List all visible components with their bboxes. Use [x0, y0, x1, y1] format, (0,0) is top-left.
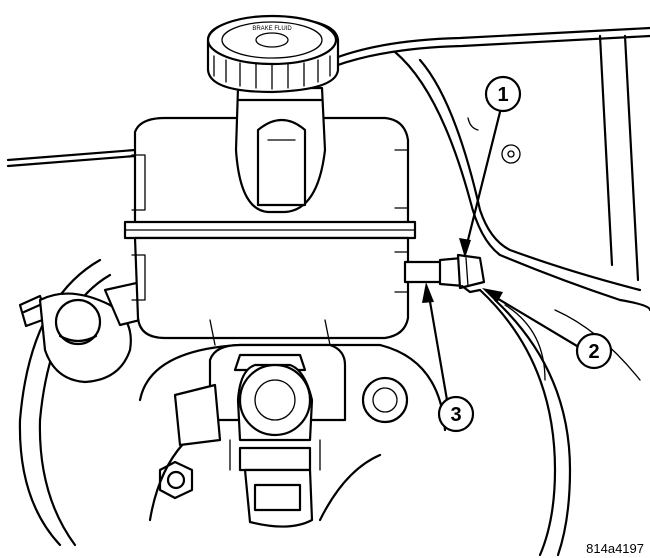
filler-neck [234, 86, 327, 214]
cap-text: BRAKE FLUID [252, 26, 292, 32]
arrowhead-3 [422, 282, 434, 303]
leader-line-1 [463, 110, 502, 254]
callout-1-label: 1 [497, 84, 508, 106]
leader-line-2 [488, 292, 579, 348]
arrowhead-2 [482, 288, 503, 303]
leader-line-3 [426, 288, 449, 402]
master-cylinder-body [173, 319, 347, 528]
callout-1: 1 [484, 75, 522, 113]
arrowhead-1 [459, 238, 471, 258]
callout-3-label: 3 [450, 404, 461, 426]
body-panel [6, 26, 650, 381]
leader-lines [422, 110, 579, 402]
callout-2-label: 2 [588, 341, 599, 363]
callout-3: 3 [437, 395, 475, 433]
reservoir-cap: BRAKE FLUID [206, 14, 340, 94]
figure-id: 814a4197 [586, 541, 644, 556]
reservoir-hose [403, 253, 486, 294]
mounting-nut [158, 460, 194, 500]
callout-2: 2 [575, 332, 613, 370]
